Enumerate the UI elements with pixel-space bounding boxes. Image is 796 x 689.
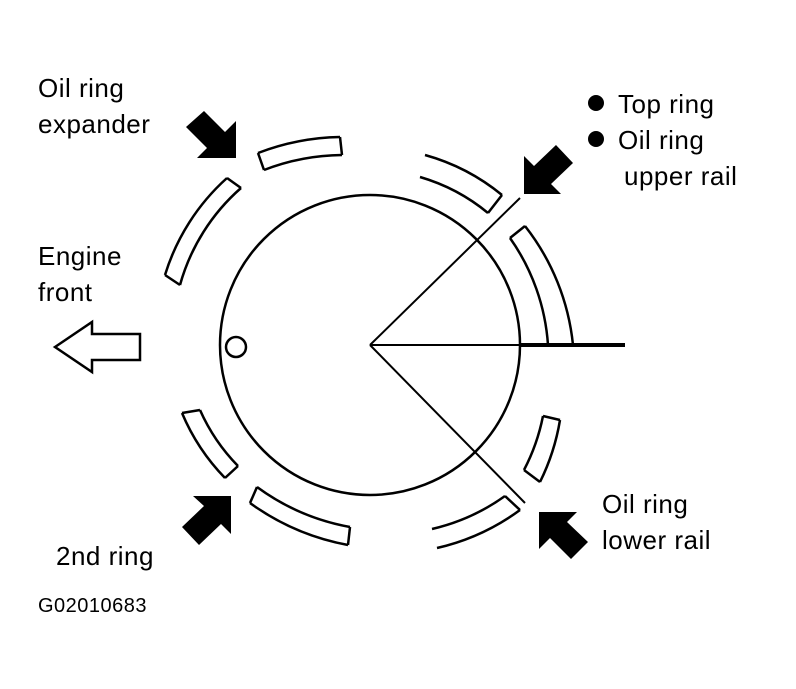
label-second-ring-text: 2nd ring — [56, 541, 154, 571]
ring-arc-right-end — [509, 225, 526, 239]
ring-arc-right-outer — [524, 225, 575, 346]
label-oil-ring-expander: Oil ring expander — [38, 70, 150, 142]
label-oil-ring-expander-line2: expander — [38, 109, 151, 139]
ring-arc-bottom-right-inner — [431, 494, 506, 531]
label-engine-front: Engine front — [38, 238, 122, 310]
label-top-ring-text: Top ring — [618, 89, 715, 119]
ring-arc-right-inner — [508, 237, 550, 346]
ring-arcs — [163, 135, 575, 550]
lower-rail-pointer-icon — [539, 512, 588, 559]
ring-arc-lower-left-inner — [198, 409, 239, 467]
upper-rail-pointer-icon — [524, 145, 573, 194]
second-ring-segment-outer — [249, 501, 349, 547]
ring-arc-upper-left — [178, 187, 242, 286]
label-oil-ring-upper-line1: Oil ring — [618, 125, 705, 155]
ring-arc-bottom-right-end — [504, 495, 521, 511]
ring-arc-lower-left — [180, 412, 226, 479]
ring-arc-top-right-inner — [419, 175, 489, 214]
expander-segment-end-b — [338, 136, 344, 156]
label-oil-ring-upper-row: Oil ring — [588, 122, 737, 158]
label-oil-ring-lower-line2: lower rail — [602, 525, 712, 555]
label-oil-ring-lower-line1: Oil ring — [602, 489, 689, 519]
ring-arc-lower-left-end-b — [224, 465, 239, 479]
second-ring-pointer-icon — [182, 496, 231, 545]
expander-segment-end-a — [256, 152, 266, 171]
ring-arc-right-lower-inner — [522, 415, 545, 471]
bullet-icon — [588, 95, 604, 111]
ring-arc-top-right — [424, 153, 503, 196]
second-ring-segment-end-a — [248, 486, 259, 504]
ring-arc-top-right-end — [487, 194, 503, 214]
label-engine-front-line2: front — [38, 277, 93, 307]
expander-segment-inner — [263, 153, 343, 172]
second-ring-segment-end-b — [346, 526, 352, 546]
ring-arc-upper-left-end-b — [164, 273, 181, 287]
bullet-icon — [588, 131, 604, 147]
lower-rail-gap-line — [369, 344, 526, 504]
second-ring-segment — [256, 485, 351, 529]
label-oil-ring-expander-line1: Oil ring — [38, 73, 125, 103]
upper-rail-gap-line — [369, 197, 521, 346]
label-oil-ring-lower-rail: Oil ring lower rail — [602, 486, 711, 558]
ring-arc-bottom-right — [436, 508, 521, 550]
ring-arc-right-lower-end-a — [542, 414, 561, 422]
pointer-arrows — [182, 111, 588, 559]
expander-pointer-icon — [186, 111, 236, 158]
ring-arc-lower-left-end-a — [181, 408, 201, 415]
piston-pin-mark — [224, 335, 248, 359]
label-second-ring: 2nd ring — [56, 538, 154, 574]
label-oil-ring-upper-line2: upper rail — [624, 161, 738, 191]
label-top-ring-row: Top ring — [588, 86, 737, 122]
ring-arc-right-lower-end-b — [523, 469, 541, 483]
figure-code: G02010683 — [38, 595, 148, 617]
engine-front-arrow-icon — [52, 319, 142, 375]
expander-segment — [257, 135, 341, 155]
label-engine-front-line1: Engine — [38, 241, 122, 271]
ring-arc-upper-left-inner — [163, 177, 228, 276]
ring-arc-upper-left-end-a — [226, 176, 242, 190]
ring-arc-right-lower — [538, 419, 562, 483]
label-top-ring: Top ring Oil ring upper rail — [588, 86, 737, 194]
